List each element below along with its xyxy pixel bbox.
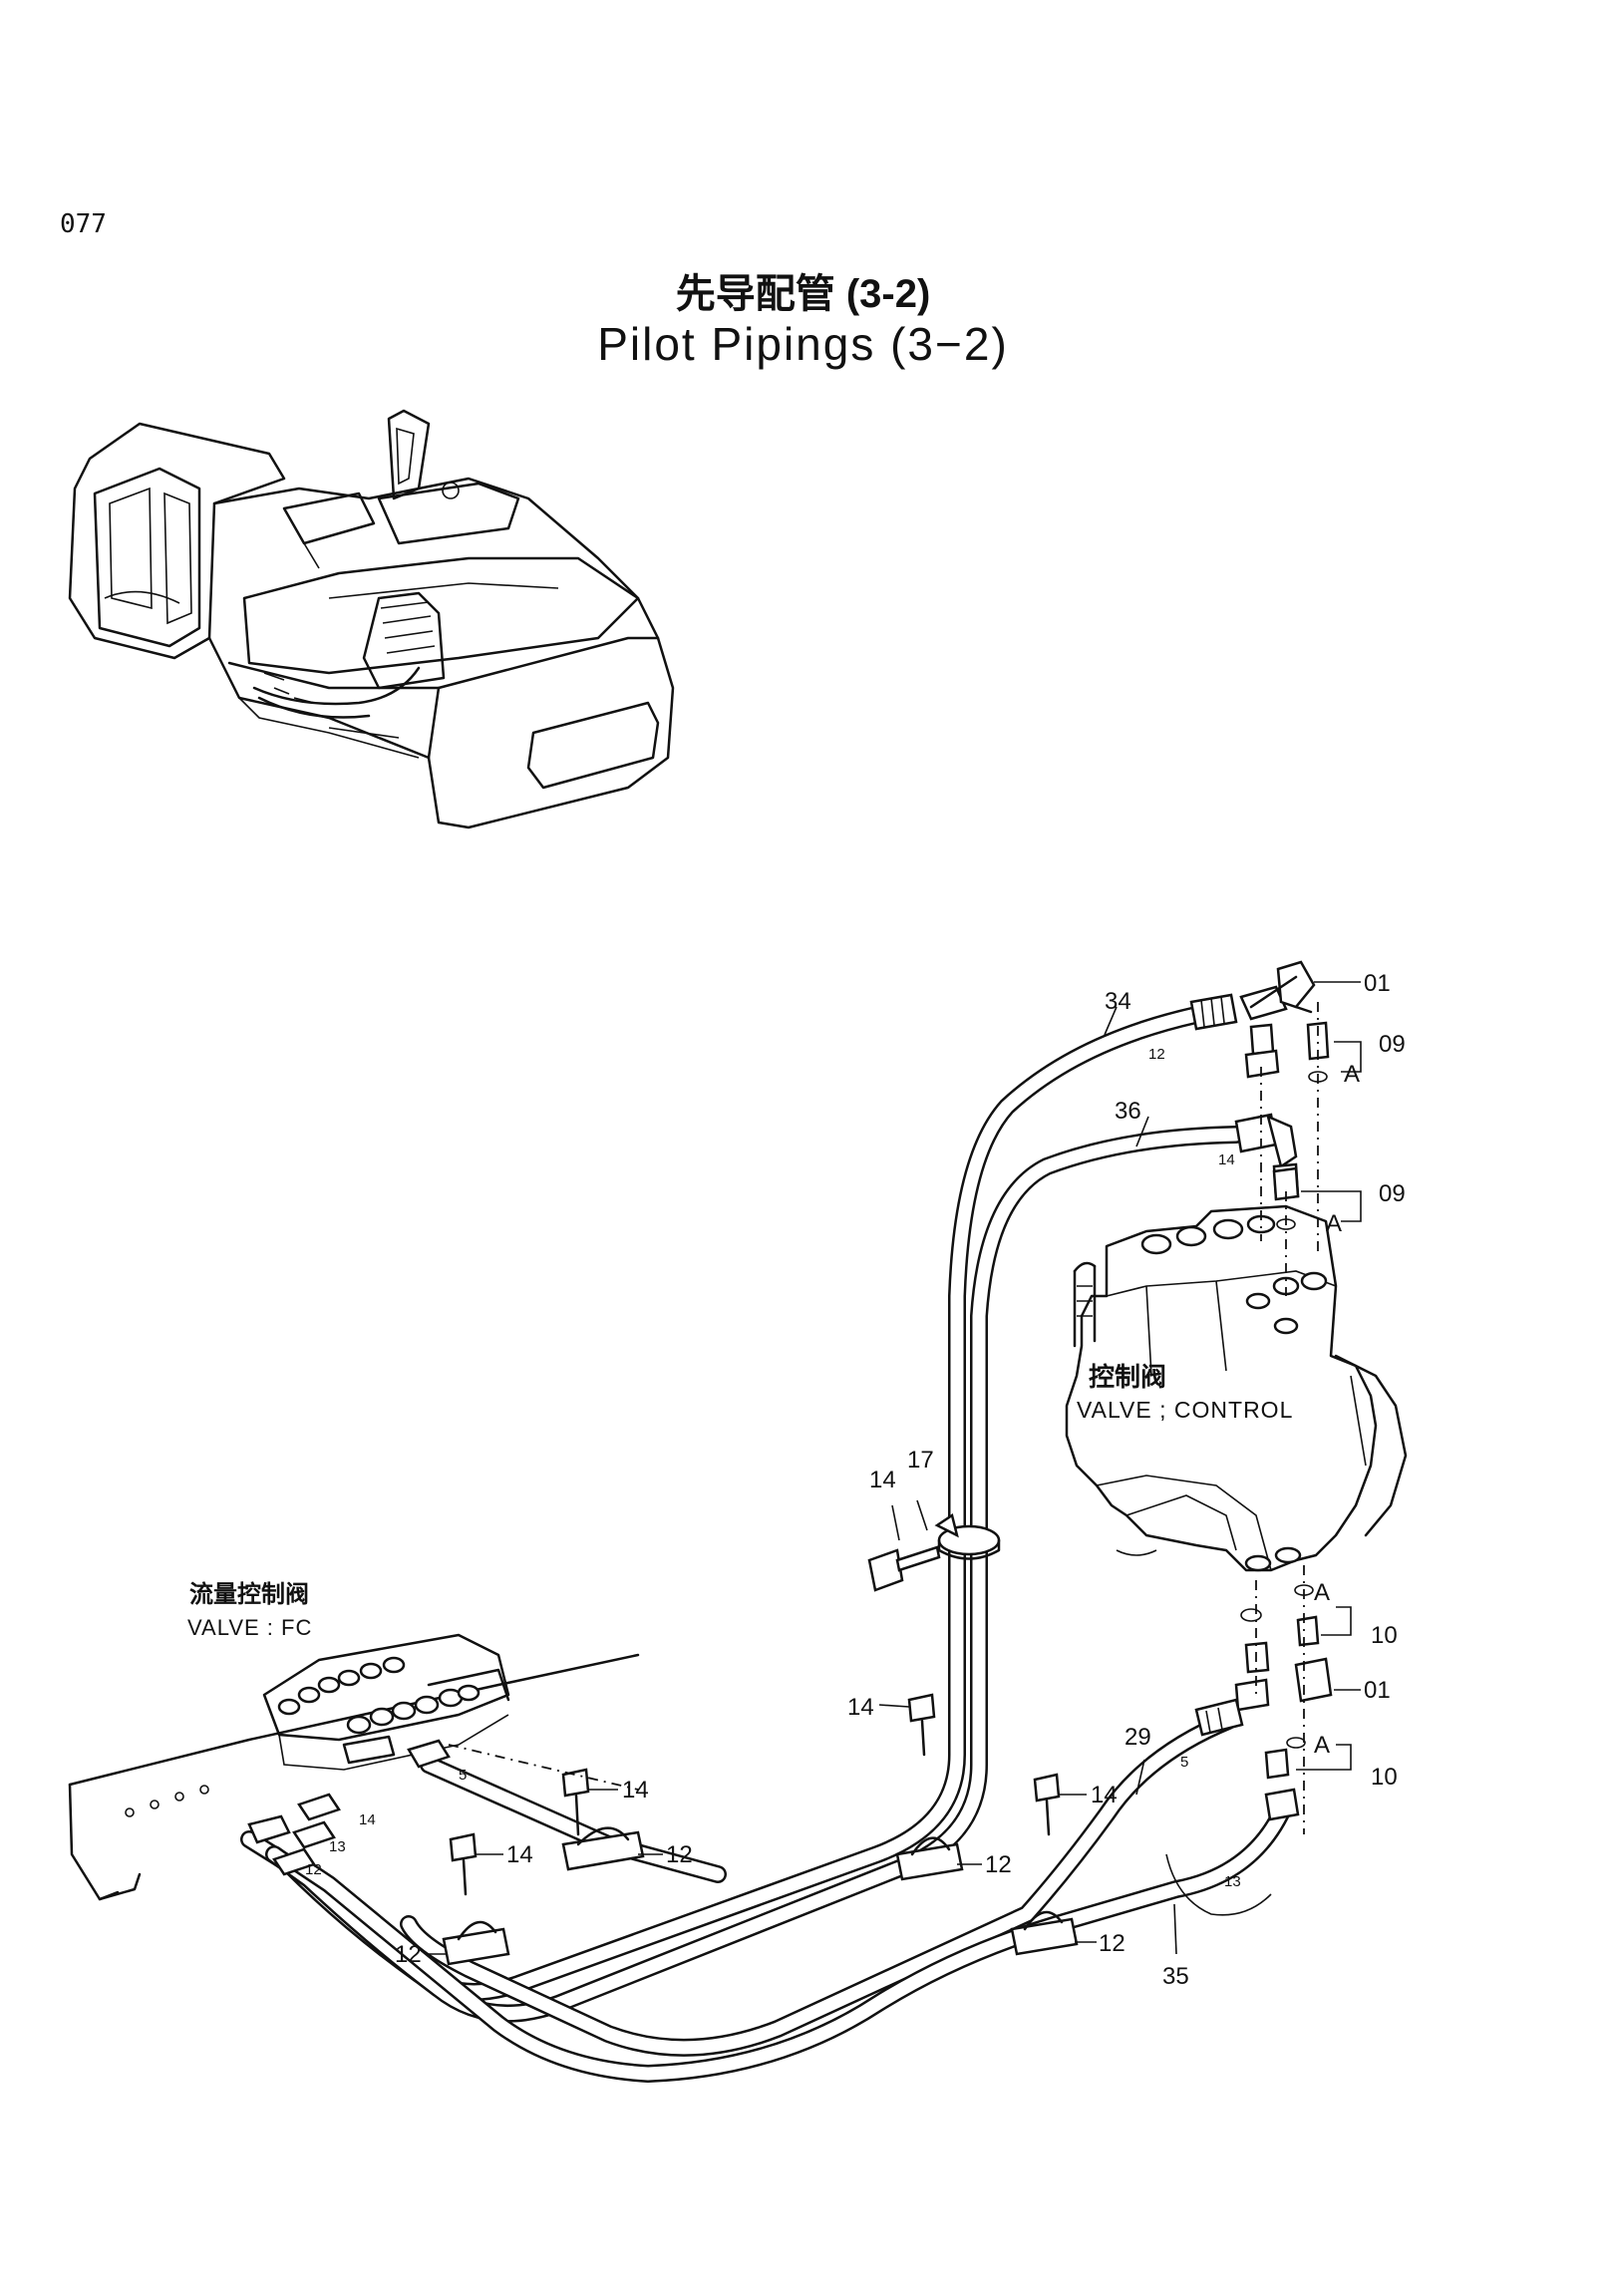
hose-size-5-right: 5 [1180, 1754, 1188, 1771]
diagram-title-en: Pilot Pipings (3−2) [597, 318, 1009, 370]
callout-12-c: 12 [1099, 1930, 1125, 1957]
fc-valve-label-en: VALVE : FC [187, 1615, 312, 1640]
fc-valve-label-zh: 流量控制阀 [189, 1580, 309, 1608]
callout-14-a: 14 [869, 1467, 896, 1493]
callout-a-1: A [1344, 1061, 1360, 1088]
callout-36: 36 [1115, 1098, 1141, 1125]
assembly-center-lines [448, 1002, 1328, 1834]
control-valve-label-en: VALVE ; CONTROL [1077, 1397, 1293, 1423]
callout-01-top: 01 [1364, 970, 1391, 997]
callout-a-4: A [1314, 1732, 1330, 1759]
callout-09-lower: 09 [1379, 1180, 1406, 1207]
callout-12-b: 12 [985, 1851, 1012, 1878]
callout-a-2: A [1326, 1210, 1342, 1237]
fc-valve-and-frame [68, 1633, 640, 1901]
callout-a-3: A [1314, 1579, 1330, 1606]
control-valve-label-zh: 控制阀 [1089, 1362, 1166, 1392]
control-valve-body [1065, 1204, 1408, 1572]
excavator-overview-illustration [68, 409, 675, 829]
page-number: 077 [60, 209, 107, 239]
callout-14-c: 14 [622, 1777, 649, 1804]
callout-14-e: 14 [506, 1841, 533, 1868]
callout-01-mid: 01 [1364, 1677, 1391, 1704]
diagram-title-zh: 先导配管 (3-2) [675, 272, 931, 316]
hose-size-13-left: 13 [329, 1838, 346, 1855]
callout-17: 17 [907, 1447, 934, 1474]
callout-29: 29 [1124, 1724, 1151, 1751]
callout-12-a: 12 [666, 1841, 693, 1868]
hose-size-5-left: 5 [459, 1767, 467, 1784]
callout-35: 35 [1162, 1963, 1189, 1990]
callout-12-d: 12 [395, 1941, 422, 1968]
leader-lines [427, 981, 1362, 1955]
hose-size-12-top: 12 [1148, 1046, 1165, 1063]
clamps-and-bolts [442, 1512, 1079, 1966]
callout-09-upper: 09 [1379, 1031, 1406, 1058]
callout-14-b: 14 [847, 1694, 874, 1721]
hose-size-14-left: 14 [359, 1811, 376, 1828]
callout-10-lower: 10 [1371, 1764, 1398, 1791]
hose-size-12-left: 12 [305, 1861, 322, 1878]
callout-10-upper: 10 [1371, 1622, 1398, 1649]
hose-fittings [247, 960, 1333, 1876]
hose-routing [240, 1006, 1295, 2084]
hose-size-14-top: 14 [1218, 1151, 1235, 1168]
callout-14-d: 14 [1091, 1782, 1118, 1808]
hose-size-13-right: 13 [1224, 1873, 1241, 1890]
callout-34: 34 [1105, 988, 1131, 1015]
